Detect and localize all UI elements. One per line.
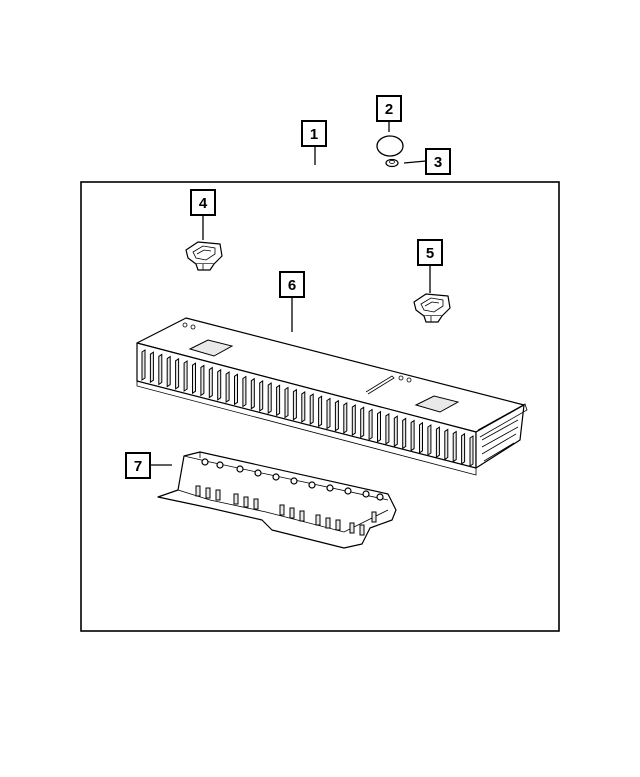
callout-3-box: [425, 148, 451, 175]
callout-2-label: 2: [385, 101, 393, 118]
callout-6[interactable]: 6: [279, 271, 305, 332]
callout-4-label: 4: [199, 195, 208, 212]
callout-4[interactable]: 4: [190, 189, 216, 240]
load-floor-panel-part: [136, 317, 528, 476]
left-latch-part: [185, 241, 223, 271]
nut-part: [385, 158, 399, 168]
o-ring-part: [376, 135, 404, 157]
callout-7-box: [125, 452, 151, 479]
callout-3-leader: [403, 160, 427, 164]
callout-6-label: 6: [288, 277, 296, 294]
callout-7[interactable]: 7: [125, 452, 172, 479]
callout-3[interactable]: 3: [403, 148, 451, 175]
callout-7-label: 7: [134, 458, 142, 475]
assembly-frame: [80, 181, 560, 632]
callout-1[interactable]: 1: [301, 120, 327, 165]
callout-5[interactable]: 5: [417, 239, 443, 293]
callout-2[interactable]: 2: [376, 95, 402, 132]
callout-3-label: 3: [434, 154, 442, 171]
callout-5-box: [417, 239, 443, 266]
callout-5-label: 5: [426, 245, 434, 262]
callout-1-label: 1: [310, 126, 318, 143]
bracket-slots: [195, 458, 384, 536]
support-bracket-part: [157, 451, 397, 549]
panel-ribs: [141, 349, 474, 467]
callout-1-box: [301, 120, 327, 147]
right-latch-part: [413, 293, 451, 323]
callout-2-box: [376, 95, 402, 122]
